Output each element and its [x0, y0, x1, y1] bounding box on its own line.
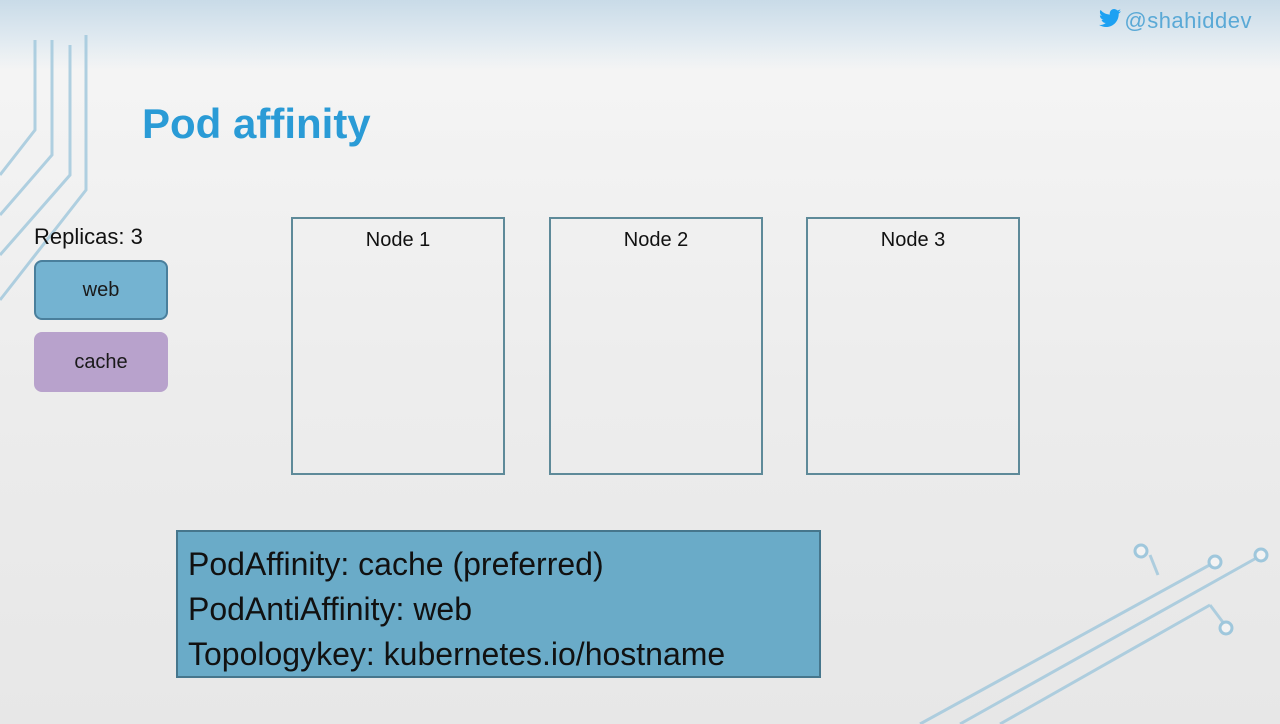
rule-topology-key: Topologykey: kubernetes.io/hostname [188, 636, 726, 672]
pod-web-label: web [82, 278, 120, 301]
cloud-banner [0, 0, 1280, 70]
pod-cache: cache [34, 332, 168, 392]
scheduling-rules-box: PodAffinity: cache (preferred) PodAntiAf… [176, 530, 821, 678]
handle-text: @shahiddev [1124, 8, 1252, 33]
node-3-box: Node 3 [806, 217, 1020, 475]
node-2-box: Node 2 [549, 217, 763, 475]
twitter-handle: @shahiddev [1098, 6, 1252, 36]
node-3-label: Node 3 [880, 229, 946, 251]
twitter-bird-icon [1098, 6, 1122, 36]
slide-title: Pod affinity [142, 100, 371, 147]
node-2-label: Node 2 [623, 229, 689, 251]
rule-pod-affinity: PodAffinity: cache (preferred) [188, 546, 604, 582]
node-1-label: Node 1 [365, 229, 431, 251]
rule-pod-anti-affinity: PodAntiAffinity: web [188, 591, 473, 627]
pod-web: web [34, 260, 168, 320]
pod-cache-label: cache [74, 350, 128, 373]
node-1-box: Node 1 [291, 217, 505, 475]
replicas-label: Replicas: 3 [34, 224, 143, 249]
